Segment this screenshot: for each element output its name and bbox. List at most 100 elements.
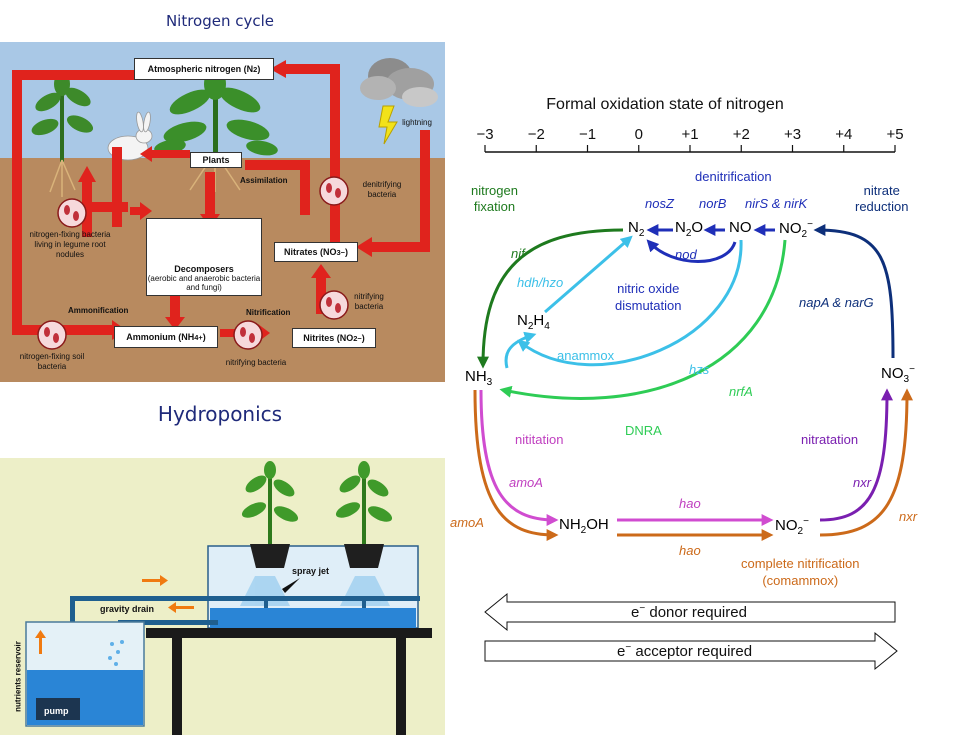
dismutation-line-1: nitric oxide (617, 281, 680, 296)
nitrification-label: Nitrification (246, 308, 291, 317)
ammonification-label: Ammonification (68, 306, 129, 315)
hydroponics-title: Hydroponics (157, 402, 283, 426)
donor-sup: − (639, 603, 646, 614)
nitrogen-cycle-illustration (0, 42, 445, 382)
acceptor-text: acceptor required (631, 643, 753, 660)
axis-tick-label: +1 (681, 126, 699, 143)
nitrogen-cycle-title: Nitrogen cycle (165, 12, 275, 30)
no2-top-sub: 2 (801, 229, 808, 240)
assimilation-label: Assimilation (240, 176, 288, 185)
n2o-sub: 2 (685, 228, 692, 239)
n2h4-sub: 2 (527, 321, 534, 332)
nitrates-end: ) (345, 247, 349, 257)
nh3-sub: 3 (486, 377, 493, 388)
label-nxr-purple: nxr (853, 475, 872, 490)
axis-tick-label: +4 (835, 126, 853, 143)
donor-arrow-shape (484, 592, 896, 632)
drain-pipe (118, 620, 218, 625)
table-top (146, 628, 432, 638)
fixation-arrow (477, 228, 624, 369)
donor-text: donor required (645, 604, 747, 621)
n2-n: N (628, 219, 639, 236)
decomposers-subtitle: (aerobic and anaerobic bacteria and fung… (147, 274, 261, 292)
no3-sub: 3 (903, 374, 910, 385)
axis-tick-label: −1 (578, 126, 597, 143)
fixation-line-1: nitrogen (471, 183, 518, 198)
comammox-amoA-arrow (473, 389, 559, 541)
label-hzs: hzs (689, 362, 710, 377)
label-amoA-pink: amoA (509, 475, 543, 490)
nitrifying-bottom-label: nitrifying bacteria (225, 358, 287, 367)
dnra-arrow (499, 239, 787, 400)
anammox-arrow (504, 331, 537, 369)
axis-tick-label: −2 (527, 126, 545, 143)
ammonium-label: Ammonium (NH (126, 332, 195, 342)
nitrites-label: Nitrites (NO (303, 333, 354, 343)
label-nititation: nititation (515, 432, 564, 447)
n2h4-sub2: 4 (544, 321, 550, 332)
species-no: NO (729, 219, 752, 236)
acceptor-sup: − (625, 642, 632, 653)
label-hao-top: hao (679, 496, 701, 511)
label-nrfA: nrfA (729, 384, 753, 399)
n2-sub: 2 (638, 228, 645, 239)
species-nh3: NH3 (465, 368, 492, 388)
denitrifying-label: denitrifying bacteria (362, 180, 402, 199)
label-nxr-orange: nxr (899, 509, 918, 524)
plants-box: Plants (190, 152, 242, 168)
reservoir-label: nutrients reservoir (13, 641, 23, 712)
label-hao-bottom: hao (679, 543, 701, 558)
no3-no: NO (881, 365, 904, 382)
label-nirS: nirS & nirK (745, 196, 808, 211)
nitrate-reduction-line-2: reduction (855, 199, 909, 214)
n2h4-n: N (517, 312, 528, 329)
atmospheric-end: ) (257, 64, 261, 74)
fixation-line-2: fixation (473, 199, 516, 214)
donor-label: e− donor required (631, 603, 747, 621)
species-n2: N2 (628, 219, 644, 239)
label-nitratation: nitratation (801, 432, 859, 447)
species-no2-top: NO2− (779, 219, 813, 240)
nitrates-label: Nitrates (NO (283, 247, 337, 257)
ammonium-sup: + (198, 332, 203, 342)
nititation-arrow (479, 389, 559, 526)
comammox-line-1: complete nitrification (741, 556, 860, 571)
atmospheric-sub: 2 (253, 64, 258, 74)
species-n2o: N2O (675, 219, 703, 239)
label-nosZ: nosZ (645, 196, 674, 211)
species-no2-bottom: NO2− (775, 516, 809, 537)
nh2oh-sub: 2 (580, 525, 587, 536)
no2-bot-sup: − (803, 516, 809, 527)
acceptor-label: e− acceptor required (617, 642, 752, 660)
hdh-arrow (544, 235, 633, 314)
no2-top-sup: − (807, 219, 813, 230)
lightning-label: lightning (402, 118, 432, 127)
soil-bacteria-label: nitrogen-fixing soil bacteria (19, 352, 85, 371)
acceptor-arrow-shape (484, 631, 898, 671)
nh3-nh: NH (465, 368, 487, 385)
atmospheric-label: Atmospheric nitrogen (N (147, 64, 254, 74)
hydroponic-plant-left (241, 461, 299, 544)
cloud-icon (360, 58, 438, 107)
nitratation-arrow (819, 388, 893, 522)
nitrites-sup: − (357, 333, 362, 343)
axis-tick-label: +5 (886, 126, 904, 143)
axis-tick-label: +3 (783, 126, 802, 143)
nod-arrow (646, 239, 737, 263)
hzs-arrow (517, 239, 743, 367)
n2o-n: N (675, 219, 686, 236)
nitrifying-top-label: nitrifying bacteria (354, 292, 384, 311)
decomposers-box: Decomposers (aerobic and anaerobic bacte… (146, 218, 262, 296)
label-dnra: DNRA (625, 423, 662, 438)
label-hdh: hdh/hzo (517, 275, 564, 290)
gravity-drain-label: gravity drain (100, 604, 155, 614)
no2-bot-no: NO (775, 517, 798, 534)
label-napA: napA & narG (799, 295, 874, 310)
decomposers-title: Decomposers (174, 264, 234, 274)
comammox-line-2: (comammox) (762, 573, 839, 588)
oxidation-title: Formal oxidation state of nitrogen (546, 96, 784, 113)
